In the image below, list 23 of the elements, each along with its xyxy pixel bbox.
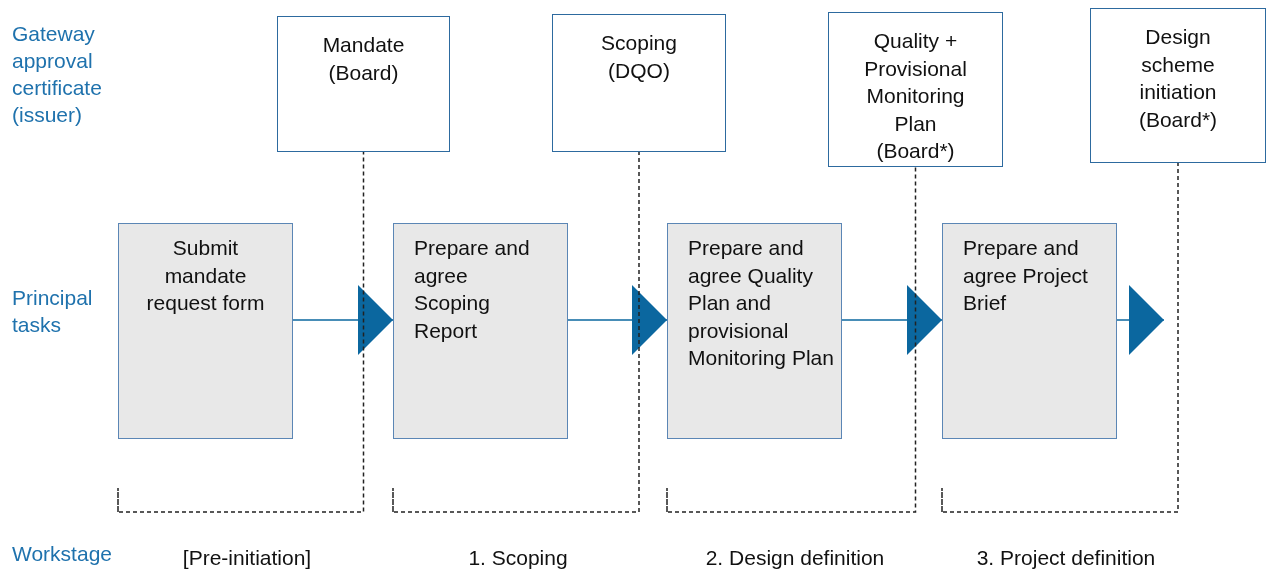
task-box: Prepare and agree Scoping Report (393, 223, 568, 439)
chevron-arrow (841, 285, 943, 355)
workstage-label: 3. Project definition (942, 512, 1190, 573)
task-box: Prepare and agree Project Brief (942, 223, 1117, 439)
gateway-box: Design scheme initiation (Board*) (1090, 8, 1266, 163)
chevron-arrow (292, 285, 394, 355)
row-heading: Gateway approval certificate (issuer) (12, 21, 103, 128)
gateway-box: Mandate (Board) (277, 16, 450, 152)
task-box: Prepare and agree Quality Plan and provisional Monitoring Plan (667, 223, 842, 439)
row-heading: Workstage (12, 541, 113, 567)
dashed-bracket (941, 162, 1179, 513)
dashed-bracket (392, 151, 640, 513)
row-heading: Principal tasks (12, 285, 94, 338)
task-box: Submit mandate request form (118, 223, 293, 439)
workstage-label: [Pre-initiation] (118, 512, 376, 573)
gateway-box: Scoping (DQO) (552, 14, 726, 152)
dashed-bracket (666, 166, 917, 513)
workstage-label: 1. Scoping (393, 512, 643, 573)
gateway-box: Quality + Provisional Monitoring Plan (Board*) (828, 12, 1003, 167)
dashed-bracket (117, 151, 365, 513)
workstage-label: 2. Design definition (667, 512, 923, 573)
chevron-arrow (1116, 285, 1165, 355)
chevron-arrow (567, 285, 668, 355)
